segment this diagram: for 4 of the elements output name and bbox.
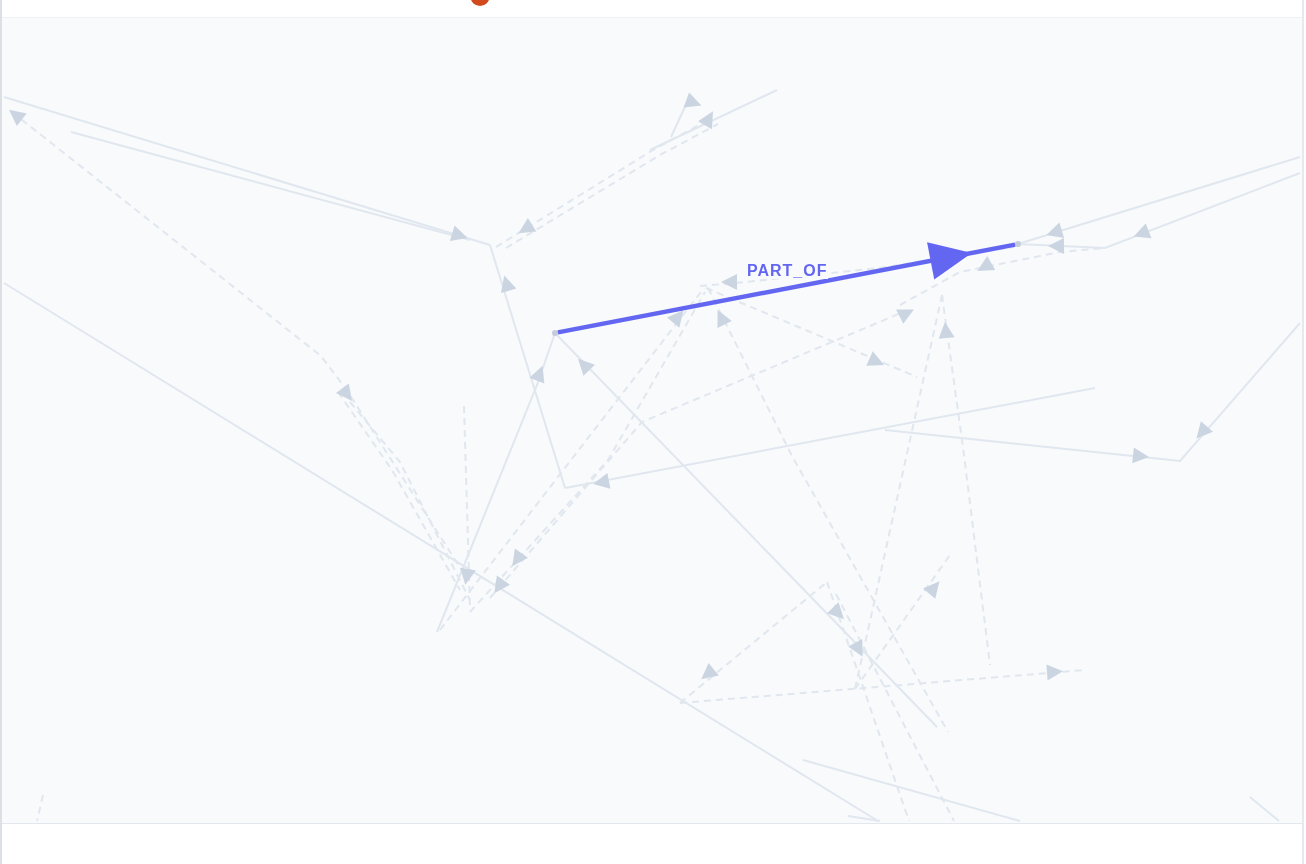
junction-dot [1015, 241, 1021, 247]
edge-label: PART_OF [746, 262, 829, 279]
junction-dot [552, 330, 558, 336]
connector-arrow [557, 242, 1016, 335]
